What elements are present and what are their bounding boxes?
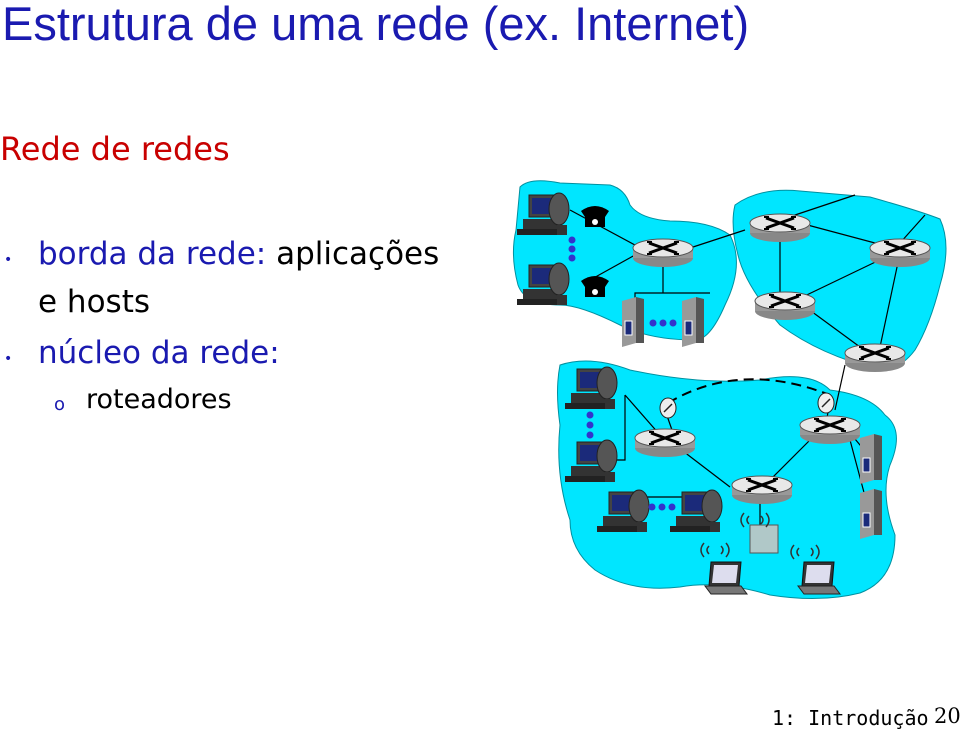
router-icon: [631, 237, 695, 269]
satellite-dish-icon: [817, 392, 835, 414]
page-number: 20: [934, 704, 960, 728]
router-icon: [753, 290, 817, 322]
network-diagram: [512, 180, 947, 600]
router-icon: [868, 237, 932, 269]
bullet-dot: •: [4, 252, 13, 268]
server-icon: [859, 433, 883, 485]
server-icon: [681, 296, 705, 348]
slide-title: Estrutura de uma rede (ex. Internet): [2, 0, 750, 50]
bullet-edge-continuation-text: e hosts: [38, 284, 150, 320]
server-icon: [621, 296, 645, 348]
sub-bullet-marker: o: [54, 394, 66, 415]
bullet-edge-label: borda da rede:: [38, 236, 277, 272]
server-icon: [859, 488, 883, 540]
bullet-edge-detail: aplicações: [276, 236, 440, 272]
router-icon: [798, 414, 862, 446]
satellite-dish-icon: [659, 397, 677, 419]
slide-subtitle: Rede de redes: [0, 130, 230, 168]
router-icon: [748, 212, 812, 244]
footer-chapter-label: 1: Introdução: [772, 706, 929, 730]
bullet-core-label: núcleo da rede:: [38, 335, 280, 371]
telephone-icon: [581, 206, 609, 227]
sub-bullet-routers-text: roteadores: [86, 384, 232, 415]
router-icon: [633, 427, 697, 459]
router-icon: [730, 474, 794, 506]
bullet-edge-continuation: e hosts: [38, 284, 150, 320]
base-station-icon: [749, 524, 779, 554]
satellite-link: [667, 378, 831, 404]
bullet-core: • núcleo da rede:: [4, 335, 280, 371]
sub-bullet-routers: o roteadores: [54, 384, 232, 415]
router-icon: [843, 342, 907, 374]
bullet-dot: •: [4, 351, 13, 367]
telephone-icon: [581, 276, 609, 297]
bullet-edge: • borda da rede: aplicações: [4, 236, 440, 272]
ellipsis-dots: [568, 236, 677, 511]
